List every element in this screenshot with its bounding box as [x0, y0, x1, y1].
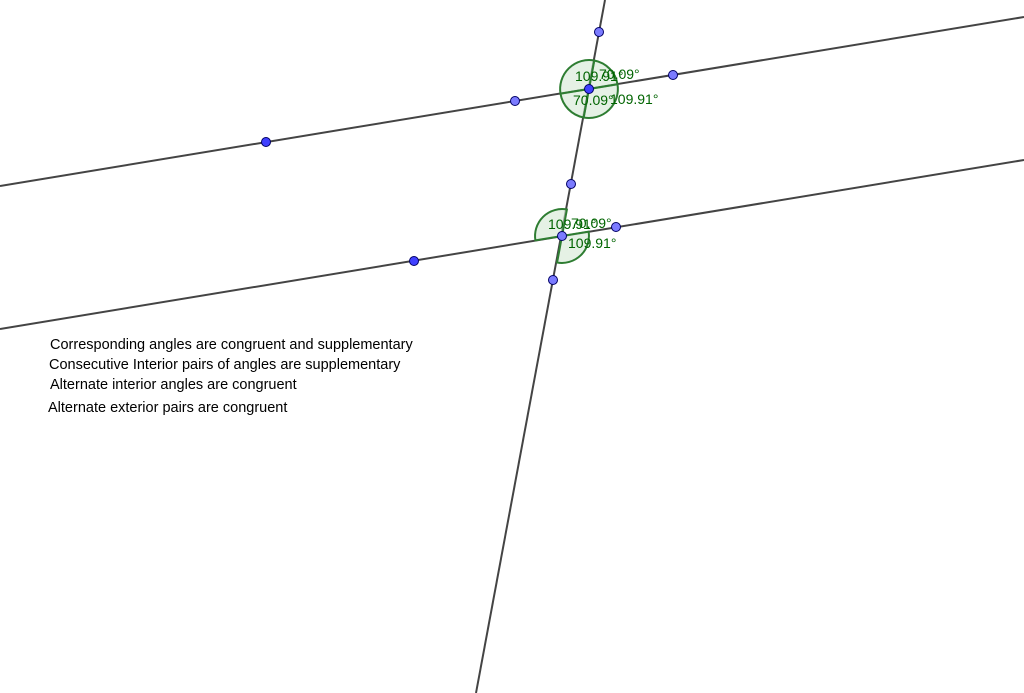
angle-label-bottom-2: 70.09°: [571, 215, 612, 231]
angle-label-bottom-3: 109.91°: [568, 235, 616, 251]
point-line1-middle[interactable]: [510, 96, 520, 106]
parallel-line-2[interactable]: [0, 159, 1024, 330]
statement-alternate-interior[interactable]: Alternate interior angles are congruent: [50, 377, 297, 393]
angle-label-top-1: 109.91°: [575, 68, 623, 84]
point-line1-right[interactable]: [668, 70, 678, 80]
point-line2-left[interactable]: [409, 256, 419, 266]
point-intersection-top[interactable]: [584, 84, 594, 94]
statement-alternate-exterior[interactable]: Alternate exterior pairs are congruent: [48, 400, 288, 416]
point-transversal-middle[interactable]: [566, 179, 576, 189]
statement-consecutive-interior[interactable]: Consecutive Interior pairs of angles are…: [49, 357, 401, 373]
angle-label-top-4: 109.91°: [610, 91, 658, 107]
point-line2-right[interactable]: [611, 222, 621, 232]
angle-label-top-3: 70.09°: [573, 92, 614, 108]
angle-label-top-2: 70.09°: [599, 66, 640, 82]
point-transversal-bottom[interactable]: [548, 275, 558, 285]
statement-corresponding-angles[interactable]: Corresponding angles are congruent and s…: [50, 337, 413, 353]
point-intersection-bottom[interactable]: [557, 231, 567, 241]
point-line1-left[interactable]: [261, 137, 271, 147]
angle-label-bottom-1: 109.91°: [548, 216, 596, 232]
point-transversal-top[interactable]: [594, 27, 604, 37]
